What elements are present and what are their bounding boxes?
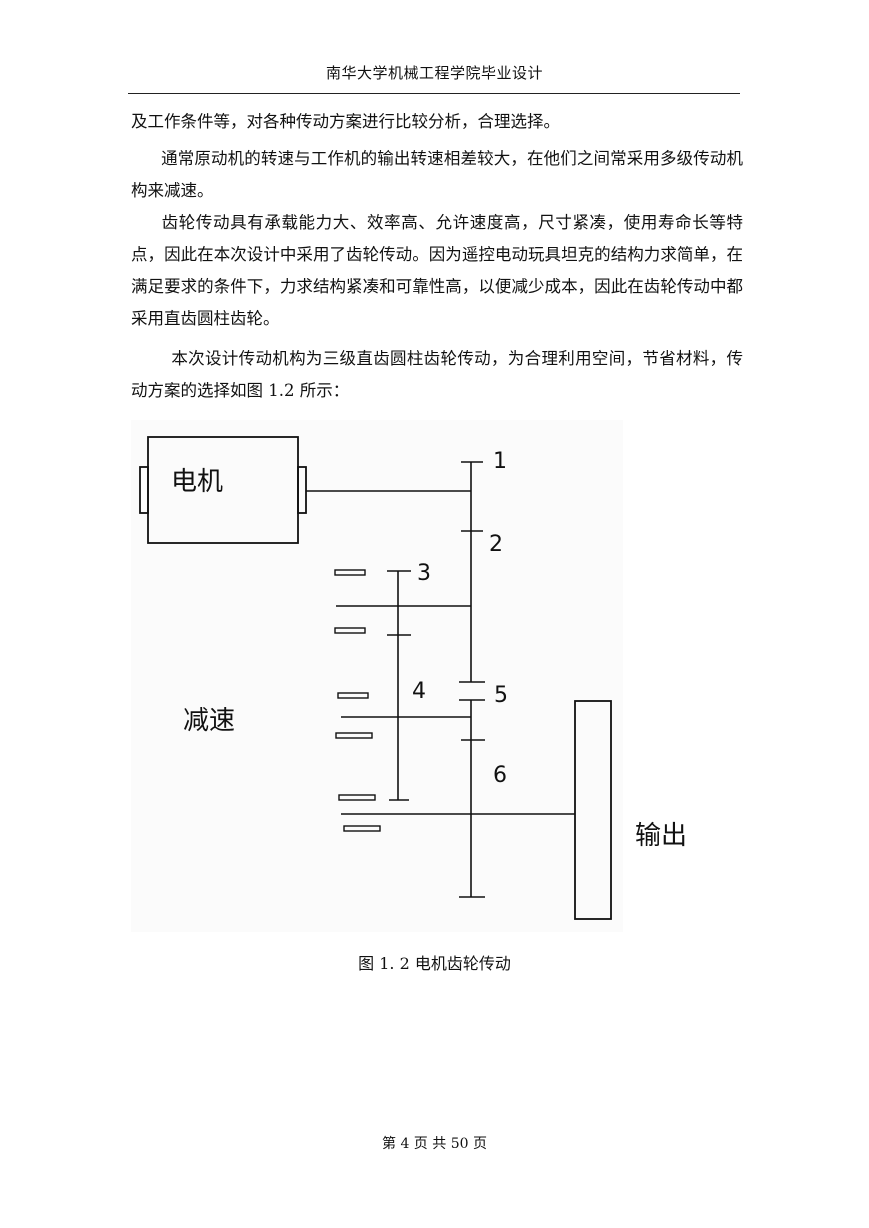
motor-label: 电机 (171, 467, 223, 497)
paragraph-4-text: 本次设计传动机构为三级直齿圆柱齿轮传动，为合理利用空间，节省材料，传动方案的选择… (131, 349, 743, 400)
bearing-1 (334, 569, 366, 576)
bearing-3 (337, 692, 369, 699)
header-rule (128, 93, 740, 94)
gear-2-label: 2 (489, 532, 503, 557)
output-block (574, 700, 612, 920)
motor-left-cap (139, 466, 149, 514)
reduction-label: 减速 (183, 706, 235, 736)
bearing-2 (334, 627, 366, 634)
gear-5-label: 5 (494, 683, 508, 708)
paragraph-4: 本次设计传动机构为三级直齿圆柱齿轮传动，为合理利用空间，节省材料，传动方案的选择… (131, 343, 743, 407)
page-footer: 第 4 页 共 50 页 (382, 1136, 487, 1152)
gear-4-label: 4 (412, 679, 426, 704)
bearing-5 (338, 794, 376, 801)
page-header: 南华大学机械工程学院毕业设计 (325, 64, 543, 82)
paragraph-3-text: 齿轮传动具有承载能力大、效率高、允许速度高，尺寸紧凑，使用寿命长等特点，因此在本… (131, 213, 743, 328)
paragraph-2-text: 通常原动机的转速与工作机的输出转速相差较大，在他们之间常采用多级传动机构来减速。 (131, 149, 743, 200)
motor-right-cap (297, 466, 307, 514)
paragraph-1: 及工作条件等，对各种传动方案进行比较分析，合理选择。 (131, 106, 743, 138)
paragraph-3: 齿轮传动具有承载能力大、效率高、允许速度高，尺寸紧凑，使用寿命长等特点，因此在本… (131, 207, 743, 335)
bearing-4 (335, 732, 373, 739)
figure-caption: 图 1. 2 电机齿轮传动 (358, 954, 511, 973)
gear-diagram: 电机 1 2 3 4 5 6 (139, 436, 687, 920)
gear-6-label: 6 (493, 763, 507, 788)
bearing-6 (343, 825, 381, 832)
gear-1-label: 1 (493, 449, 507, 474)
output-label: 输出 (635, 821, 687, 851)
paragraph-1-text: 及工作条件等，对各种传动方案进行比较分析，合理选择。 (131, 112, 560, 131)
gear-transmission-figure: 电机 1 2 3 4 5 6 (131, 420, 687, 932)
paragraph-2: 通常原动机的转速与工作机的输出转速相差较大，在他们之间常采用多级传动机构来减速。 (131, 143, 743, 207)
gear-3-label: 3 (417, 561, 431, 586)
